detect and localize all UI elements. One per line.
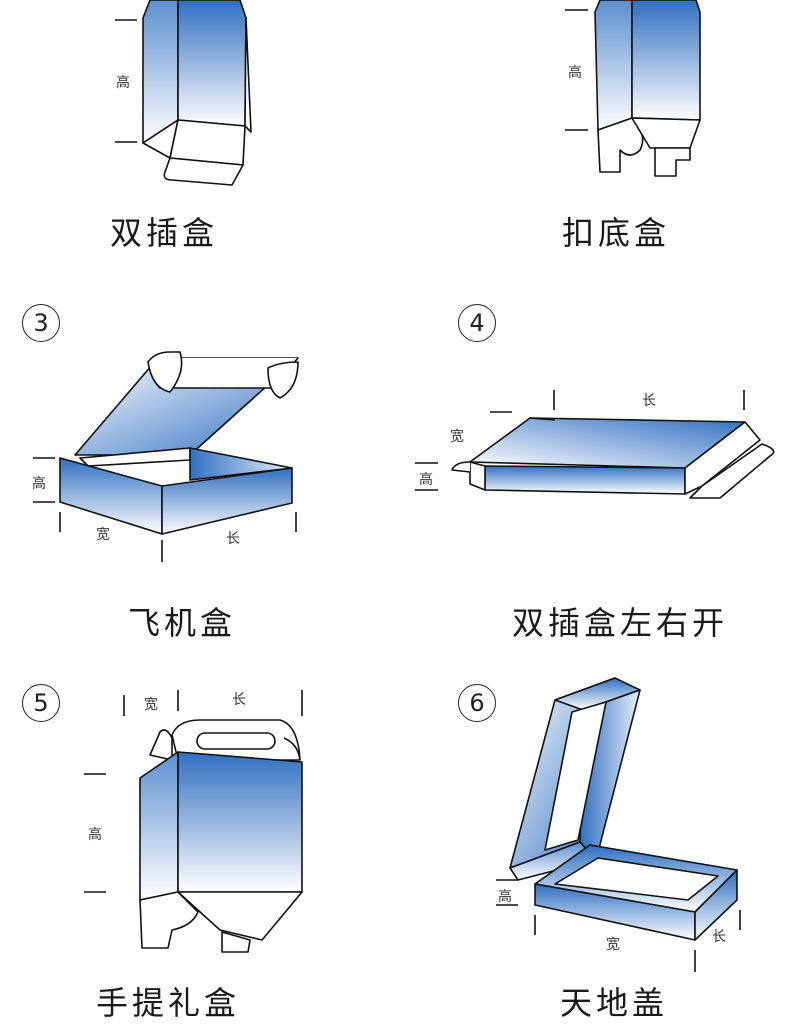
box-3-caption: 飞机盒: [128, 604, 237, 642]
box-6-caption: 天地盖: [560, 984, 669, 1022]
box-5-width-label: 宽: [144, 697, 158, 713]
box-4-length-label: 长: [642, 393, 656, 409]
item-6-number-badge: 6: [458, 684, 496, 722]
box-styles-diagram: 高 双插盒 高 扣底盒 3 高 宽 长 飞机盒 4 宽 高 长 双插盒左右开 5…: [22, 0, 775, 1022]
box-4-caption: 双插盒左右开: [512, 604, 729, 642]
box-1-caption: 双插盒: [110, 214, 219, 252]
box-6-width-label: 宽: [606, 937, 620, 953]
box-2-caption: 扣底盒: [562, 214, 671, 252]
box-2-height-label: 高: [568, 65, 582, 81]
box-5-handle-gift-box-drawing: [84, 690, 303, 953]
box-1-tuck-end-drawing: [115, 0, 252, 186]
box-4-width-label: 宽: [450, 429, 464, 445]
box-6-lid-and-base-drawing: [496, 677, 741, 972]
item-4-number-badge: 4: [458, 304, 496, 342]
box-5-length-label: 长: [232, 692, 246, 708]
item-5-number-badge: 5: [22, 684, 60, 722]
box-4-side-tuck-drawing: [415, 390, 775, 499]
box-6-height-label: 高: [498, 889, 512, 905]
diagram-canvas: [33, 0, 775, 972]
box-3-length-label: 长: [226, 531, 240, 547]
box-5-caption: 手提礼盒: [96, 984, 241, 1022]
box-2-lock-bottom-drawing: [565, 0, 701, 177]
box-6-length-label: 长: [712, 929, 726, 945]
box-3-mailer-box-drawing: [33, 351, 299, 562]
box-4-height-label: 高: [419, 472, 433, 488]
box-5-height-label: 高: [88, 827, 102, 843]
item-3-number-badge: 3: [22, 304, 60, 342]
box-3-width-label: 宽: [96, 527, 110, 543]
box-1-height-label: 高: [116, 75, 130, 91]
box-3-height-label: 高: [32, 476, 46, 492]
